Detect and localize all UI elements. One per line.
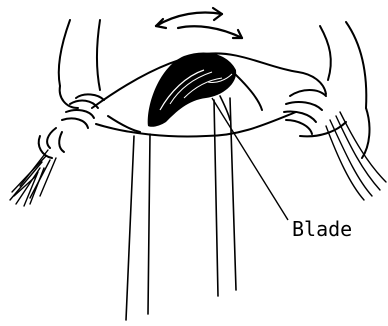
right-hand-icon xyxy=(284,22,369,158)
leader-line xyxy=(212,98,288,220)
fiber-bundle-icon xyxy=(10,150,56,206)
blade-label: Blade xyxy=(292,217,352,241)
left-hand-icon xyxy=(39,20,104,158)
fiber-bundle-icon xyxy=(326,112,386,200)
twist-arrow-icon xyxy=(156,8,242,38)
hanging-strings xyxy=(126,96,236,320)
